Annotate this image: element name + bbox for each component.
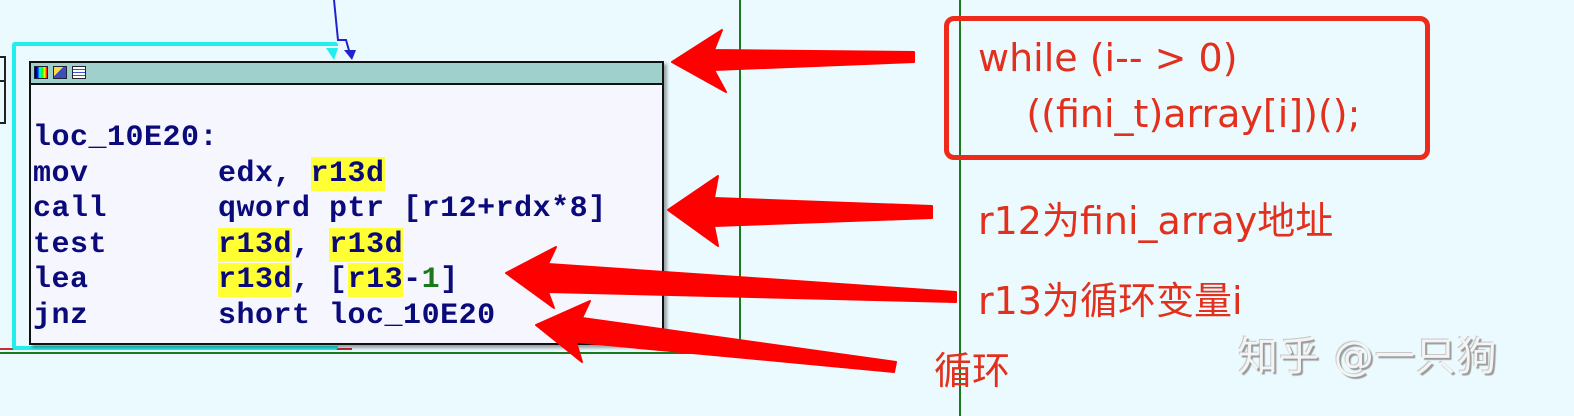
arrow-to-call	[667, 175, 933, 247]
highlighted-register[interactable]: r13d	[218, 227, 293, 262]
arrow-to-node	[671, 29, 915, 93]
edit-node-icon[interactable]	[53, 66, 67, 79]
instruction-operand: short loc_10E20	[218, 298, 496, 333]
instruction-mnemonic: lea	[33, 263, 219, 297]
instruction-row[interactable]: call qword ptr [r12+rdx*8]	[33, 192, 662, 228]
node-titlebar[interactable]	[31, 63, 662, 85]
r12-note: r12为fini_array地址	[978, 199, 1334, 243]
code-label[interactable]: loc_10E20:	[33, 121, 219, 155]
instruction-mnemonic: test	[33, 227, 219, 262]
r13-note: r13为循环变量i	[978, 279, 1243, 323]
instruction-row[interactable]: jnz short loc_10E20	[33, 299, 662, 335]
instruction-mnemonic: jnz	[33, 298, 219, 333]
color-palette-icon[interactable]	[34, 66, 48, 79]
graph-edge-vertical-1	[739, 0, 741, 352]
arrow-to-lea	[505, 246, 957, 309]
graph-overview-icon[interactable]	[72, 66, 86, 79]
instruction-mnemonic: mov	[33, 156, 219, 191]
arrow-to-jnz	[535, 300, 897, 373]
instruction-operand: edx,	[218, 156, 311, 191]
immediate-value: 1	[421, 263, 441, 297]
source-code-line-2: ((fini_t)array[i])();	[978, 92, 1361, 136]
instruction-operand: qword ptr [r12+rdx*8]	[218, 192, 607, 226]
highlighted-register[interactable]: r13d	[310, 156, 385, 191]
highlighted-register[interactable]: r13d	[218, 263, 293, 297]
instruction-row[interactable]: test r13d, r13d	[33, 227, 662, 264]
instruction-operand: , [	[292, 263, 348, 297]
adjacent-graph-node[interactable]	[0, 56, 6, 124]
highlighted-register[interactable]: r13d	[329, 227, 404, 262]
source-code-line-1: while (i-- > 0)	[978, 36, 1238, 80]
instruction-operand: ,	[292, 227, 330, 262]
loop-back-edge	[12, 42, 338, 350]
watermark: 知乎 @一只狗	[1238, 334, 1498, 380]
source-code-callout	[944, 16, 1430, 160]
instruction-row[interactable]: lea r13d, [r13-1]	[33, 263, 662, 299]
instruction-operand: ]	[440, 263, 459, 297]
graph-edge-vertical-2	[959, 0, 961, 416]
instruction-mnemonic: call	[33, 192, 219, 226]
highlighted-register[interactable]: r13	[347, 263, 404, 297]
instruction-row[interactable]: mov edx, r13d	[33, 156, 662, 193]
instruction-operand: -	[403, 263, 422, 297]
loop-note: 循环	[934, 349, 1011, 393]
graph-edge-horizontal	[0, 352, 741, 354]
